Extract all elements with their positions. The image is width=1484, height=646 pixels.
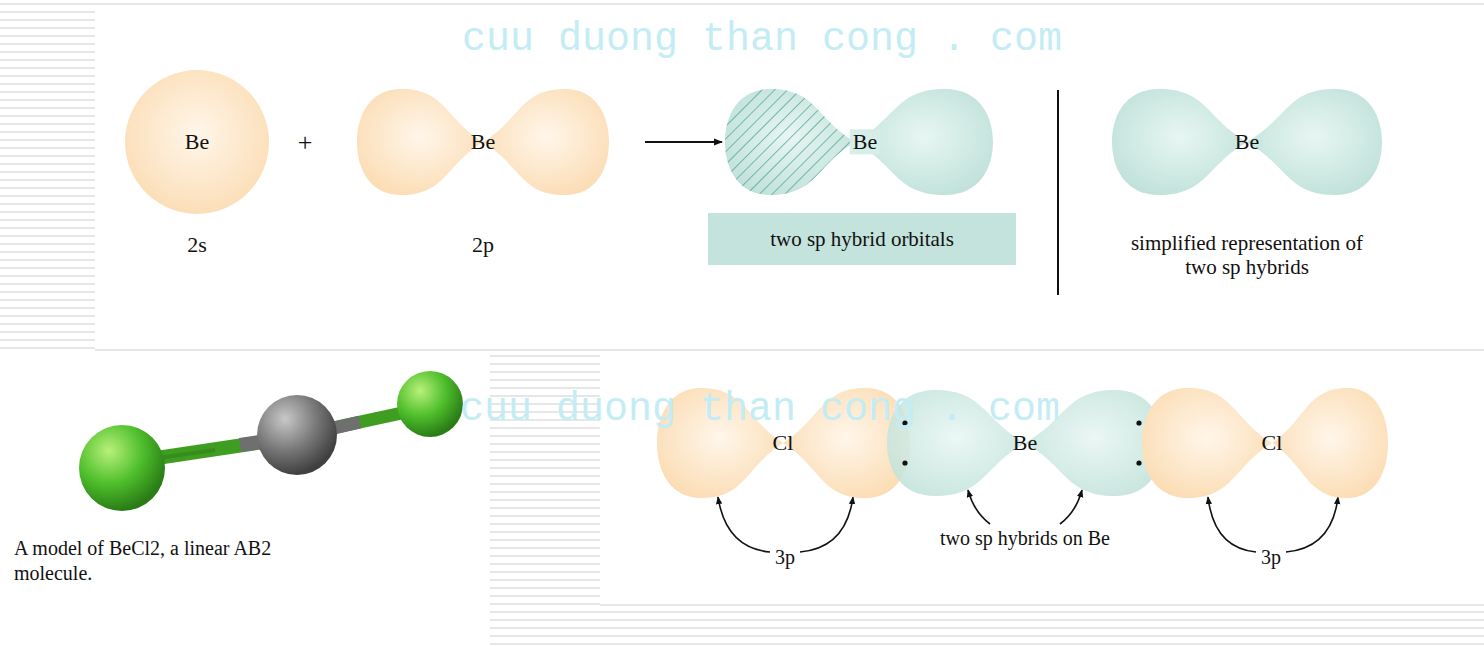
orbital-shape: Be 2p <box>357 88 609 260</box>
orbital-atom-label: Be <box>850 129 880 154</box>
pointer-arrows <box>718 490 1338 552</box>
caption-box-text: two sp hybrid orbitals <box>770 227 954 251</box>
orbital-atom-label: Be <box>471 129 495 154</box>
ball-and-stick-model <box>79 371 463 511</box>
pointer-label: two sp hybrids on Be <box>940 526 1110 551</box>
orbital-atom-label: Be <box>1235 129 1259 154</box>
orbital-description: simplified representation of two sp hybr… <box>1130 231 1365 279</box>
orbital-name: 3p <box>1261 545 1281 570</box>
orbital-name: 3p <box>775 545 795 570</box>
plus-sign: + <box>298 127 313 160</box>
node-outline <box>125 70 269 260</box>
watermark: cuu duong than cong . com <box>462 15 1062 65</box>
orbital-atom-label: Cl <box>773 430 794 455</box>
label-box: two sp hybrid orbitals <box>708 213 1016 265</box>
orbital-name: 2p <box>472 232 494 257</box>
orbital-shape: Cl <box>1140 388 1388 498</box>
divider-line <box>1057 90 1059 295</box>
orbital-atom-label: Be <box>1013 430 1037 455</box>
reaction-arrow <box>645 141 722 143</box>
orbital-shape: Be <box>725 88 993 196</box>
orbital-atom-label: Be <box>185 129 209 154</box>
orbital-shape: Be simplified representation of two sp hy… <box>1110 88 1384 284</box>
orbital-shape: Be 2s <box>125 70 269 260</box>
orbital-name: 2s <box>187 232 207 257</box>
watermark: cuu duong than cong . com <box>460 385 1060 435</box>
orbital-atom-label: Cl <box>1262 430 1283 455</box>
figure-caption: A model of BeCl2, a linear AB2 molecule. <box>14 536 334 586</box>
